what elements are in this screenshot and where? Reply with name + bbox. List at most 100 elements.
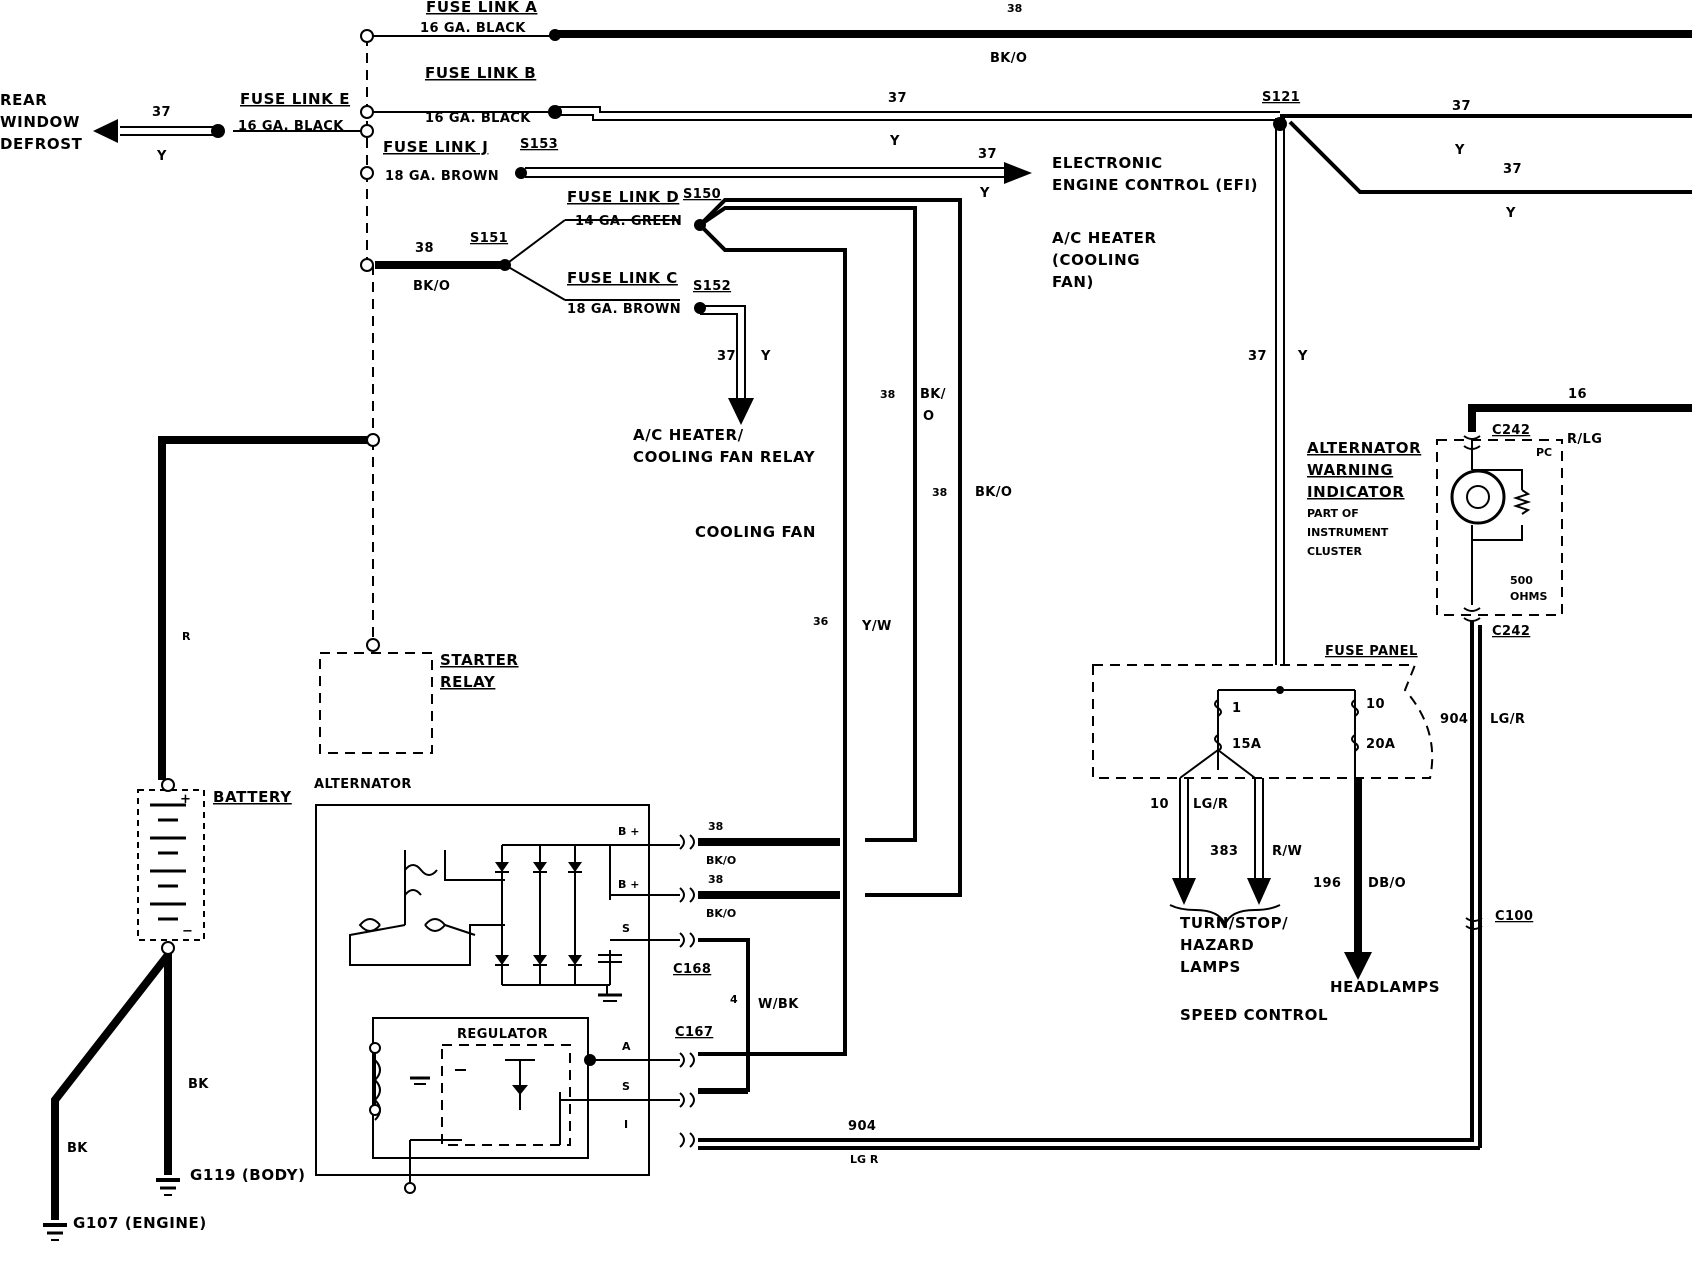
connector-c100: C100 <box>1495 909 1533 924</box>
circuit-37-defrost: 37 <box>152 105 171 120</box>
ac-relay-line2: COOLING FAN RELAY <box>633 448 816 466</box>
fuse-link-b-gauge: 16 GA. BLACK <box>425 111 531 126</box>
color-yw: Y/W <box>861 619 892 634</box>
terminal-s-upper: S <box>622 922 630 935</box>
splice-s121: S121 <box>1262 90 1300 105</box>
circuit-37-vert: 37 <box>1248 349 1267 364</box>
speed-control-label: SPEED CONTROL <box>1180 1006 1328 1024</box>
ground-engine-label: G107 (ENGINE) <box>73 1214 207 1232</box>
fuse-1-rating: 15A <box>1232 737 1261 752</box>
regulator-label: REGULATOR <box>457 1027 548 1042</box>
turn-lamps-line2: HAZARD <box>1180 936 1254 954</box>
junction-points <box>211 29 1287 1066</box>
alternator-assembly <box>315 804 680 1194</box>
fuse-link-d-gauge: 14 GA. GREEN <box>575 214 682 229</box>
terminal-b1: B + <box>618 825 639 838</box>
fuse-link-d-label: FUSE LINK D <box>567 188 679 206</box>
alternator-terminal-connectors <box>679 834 695 1148</box>
connector-c242-bottom: C242 <box>1492 624 1530 639</box>
connector-c167: C167 <box>675 1025 713 1040</box>
ac-heater-line1: A/C HEATER <box>1052 229 1157 247</box>
turn-lamps-line3: LAMPS <box>1180 958 1241 976</box>
circuit-196: 196 <box>1313 876 1341 891</box>
circuit-4: 4 <box>730 993 738 1006</box>
color-rlg: R/LG <box>1567 432 1602 447</box>
ground-g119-icon <box>156 1178 180 1196</box>
fuse-panel-label: FUSE PANEL <box>1325 644 1418 659</box>
rear-defrost-line3: DEFROST <box>0 135 83 153</box>
splice-s150: S150 <box>683 187 721 202</box>
circuit-904-bottom: 904 <box>848 1119 876 1134</box>
color-bko-b1: BK/O <box>706 854 736 867</box>
starter-relay-line2: RELAY <box>440 673 496 691</box>
fuse-link-j-gauge: 18 GA. BROWN <box>385 169 499 184</box>
rear-defrost-line1: REAR <box>0 91 47 109</box>
ground-body-label: G119 (BODY) <box>190 1166 306 1184</box>
warning-indicator <box>1436 435 1563 930</box>
fuse-10-rating: 20A <box>1366 737 1395 752</box>
color-bko-right: BK/O <box>975 485 1012 500</box>
circuit-38-b1: 38 <box>708 820 723 833</box>
terminal-s-lower: S <box>622 1080 630 1093</box>
color-y-defrost: Y <box>156 149 167 164</box>
fuse-link-e-wire <box>93 119 370 143</box>
battery-minus-sign: − <box>182 924 193 939</box>
color-rw: R/W <box>1272 844 1302 859</box>
fuse-link-b-wire <box>370 106 1692 194</box>
circuit-37-b: 37 <box>888 91 907 106</box>
fusible-bus <box>366 36 374 645</box>
efi-line1: ELECTRONIC <box>1052 154 1163 172</box>
warning-sub-line3: CLUSTER <box>1307 545 1363 558</box>
warning-line2: WARNING <box>1307 461 1393 479</box>
color-y-efi: Y <box>979 186 990 201</box>
color-y-b: Y <box>889 134 900 149</box>
fuse-link-a-gauge: 16 GA. BLACK <box>420 21 526 36</box>
circuit-37-right2: 37 <box>1503 162 1522 177</box>
battery-ground-wires <box>51 945 172 1220</box>
s150-wires <box>698 198 962 1056</box>
ac-relay-line1: A/C HEATER/ <box>633 426 744 444</box>
s151-branch-wire <box>375 219 680 301</box>
color-bko-top: BK/O <box>990 51 1027 66</box>
indicator-feed-wire <box>1468 404 1692 432</box>
ac-heater-line3: FAN) <box>1052 273 1094 291</box>
connector-c168: C168 <box>673 962 711 977</box>
circuit-904-wire <box>698 620 1482 1150</box>
rear-defrost-line2: WINDOW <box>0 113 80 131</box>
fuse-link-e-gauge: 16 GA. BLACK <box>238 119 344 134</box>
color-bk-1: BK <box>188 1077 209 1092</box>
color-bko-mid-2: O <box>923 409 934 424</box>
terminal-b2: B + <box>618 878 639 891</box>
color-y-right1: Y <box>1454 143 1465 158</box>
starter-relay-line1: STARTER <box>440 651 519 669</box>
color-bko-s151: BK/O <box>413 279 450 294</box>
circuit-37-right1: 37 <box>1452 99 1471 114</box>
splice-s151: S151 <box>470 231 508 246</box>
fuse-link-c-gauge: 18 GA. BROWN <box>567 302 681 317</box>
color-bk-2: BK <box>67 1141 88 1156</box>
warning-line3: INDICATOR <box>1307 483 1405 501</box>
circuit-383: 383 <box>1210 844 1238 859</box>
connector-c242-top: C242 <box>1492 423 1530 438</box>
color-bko-b2: BK/O <box>706 907 736 920</box>
color-r-battery: R <box>182 630 191 643</box>
alternator-output-wires <box>698 838 840 1094</box>
battery-plus-sign: + <box>180 792 191 807</box>
battery-positive-wire <box>158 436 373 780</box>
fuse-link-b-label: FUSE LINK B <box>425 64 536 82</box>
fuse-link-e-label: FUSE LINK E <box>240 90 350 108</box>
fuse-link-c-label: FUSE LINK C <box>567 269 678 287</box>
battery-symbol <box>137 778 205 955</box>
circuit-36: 36 <box>813 615 829 628</box>
pc-label: PC <box>1536 446 1552 459</box>
color-dbo: DB/O <box>1368 876 1406 891</box>
starter-relay-box <box>319 652 433 754</box>
headlamps-label: HEADLAMPS <box>1330 978 1440 996</box>
color-y-vert: Y <box>1297 349 1308 364</box>
color-lgr-bottom: LG R <box>850 1153 879 1166</box>
resistor-value: 500 <box>1510 574 1533 587</box>
terminal-a: A <box>622 1040 631 1053</box>
circuit-38-s151: 38 <box>415 241 434 256</box>
resistor-unit: OHMS <box>1510 590 1548 603</box>
ac-heater-line2: (COOLING <box>1052 251 1140 269</box>
